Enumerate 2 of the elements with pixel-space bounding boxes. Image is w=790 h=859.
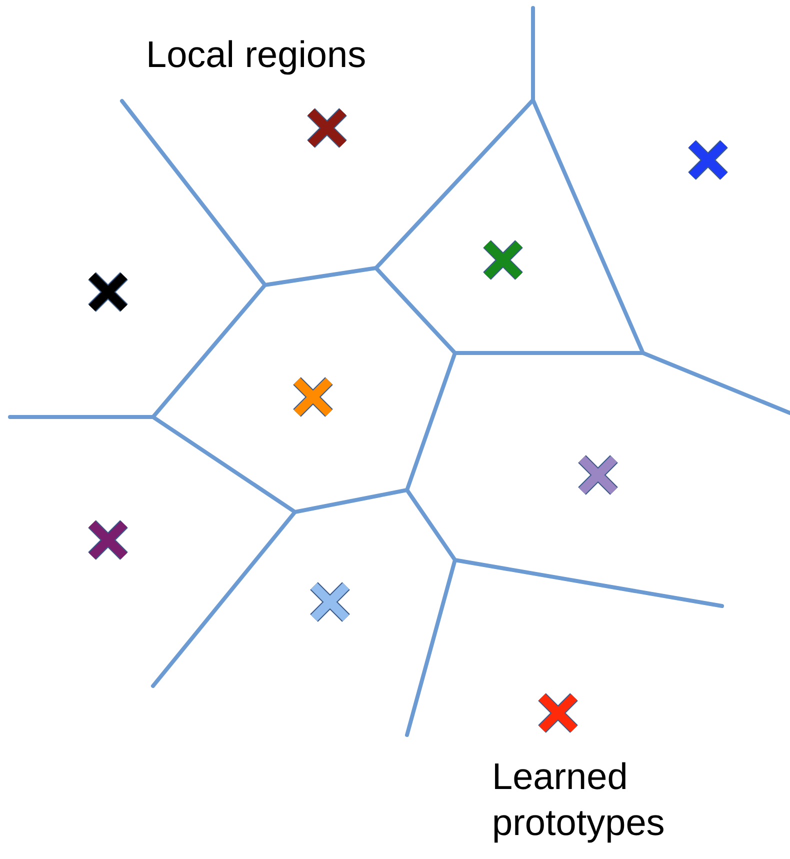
annotation-text: Local regions: [146, 33, 368, 77]
annotation-text: Learned prototypes: [492, 755, 666, 845]
